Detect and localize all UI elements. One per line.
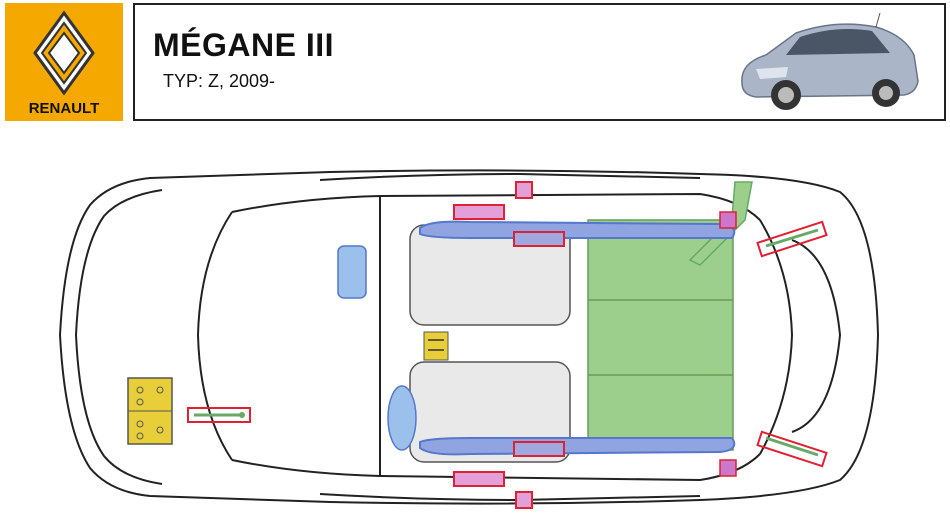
battery-icon [127, 377, 173, 445]
rear-gas-strut-icon [756, 220, 828, 468]
steering-airbag-icon [387, 385, 417, 451]
renault-logo: RENAULT [5, 3, 123, 121]
model-type: TYP: Z, 2009- [163, 71, 276, 91]
passenger-airbag [337, 245, 367, 299]
brand-name: RENAULT [29, 100, 100, 117]
car-photo-icon [726, 11, 926, 122]
gas-strut-icon [187, 407, 251, 423]
car-top-view-diagram [0, 150, 950, 523]
model-title: MÉGANE III [153, 27, 335, 63]
rear-seat-zone [587, 219, 734, 451]
curtain-airbag-left [419, 220, 736, 239]
pretensioner-icon [453, 181, 737, 509]
fuse-box-icon [423, 331, 449, 361]
curtain-airbag-right [419, 437, 736, 456]
car-body-outline [58, 169, 880, 505]
diamond-icon [33, 10, 95, 96]
header-panel: MÉGANE III TYP: Z, 2009- [133, 3, 946, 121]
